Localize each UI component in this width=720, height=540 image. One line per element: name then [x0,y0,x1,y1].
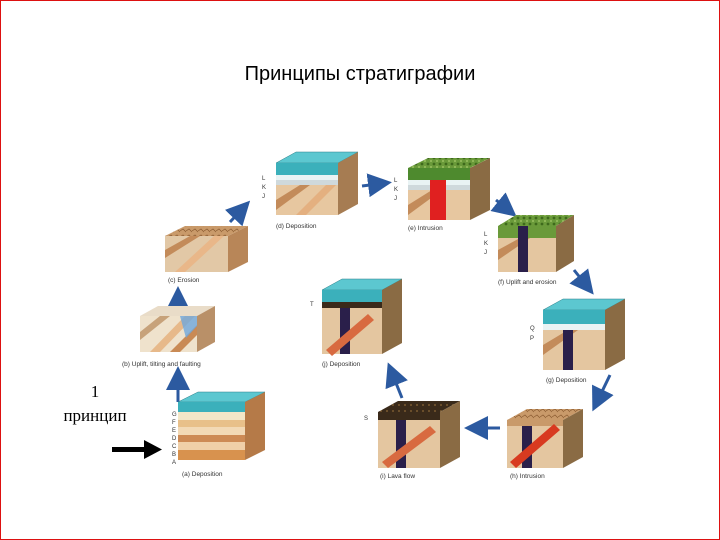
layer-label-d: D [172,436,177,442]
layer-label-p: P [530,336,534,342]
caption-b: (b) Uplift, tilting and faulting [122,361,201,368]
block-a-deposition: G F E D C B A (a) Deposition [172,391,266,478]
layer-label-t: T [310,302,314,308]
layer-label-j: J [262,194,265,200]
layer-label-k: K [262,185,266,191]
layer-label-k-f: K [484,241,488,247]
layer-label-l-f: L [484,232,488,238]
caption-c: (c) Erosion [168,277,200,284]
layer-label-q: Q [530,326,535,332]
pointer-arrow [112,440,162,459]
block-b-uplift-tilting: (b) Uplift, tilting and faulting [122,306,215,368]
block-e-intrusion: L K J (e) Intrusion [394,158,490,232]
block-j-deposition: T (j) Deposition [310,278,403,368]
caption-j: (j) Deposition [322,361,361,368]
caption-f: (f) Uplift and erosion [498,279,557,286]
layer-label-j-e: J [394,196,397,202]
block-c-erosion: (c) Erosion [165,226,248,284]
layer-label-b: B [172,452,176,458]
layer-label-l-e: L [394,178,398,184]
principle-number: 1 [90,382,100,401]
layer-label-f: F [172,420,176,426]
slide-title: Принципы стратиграфии [244,63,476,85]
layer-label-e: E [172,428,176,434]
caption-i: (i) Lava flow [380,473,415,480]
principle-note: 1 принцип [40,380,150,428]
block-d-deposition: L K J (d) Deposition [262,151,359,230]
layer-label-l: L [262,176,266,182]
block-i-lava-flow: S (i) Lava flow [364,401,460,480]
caption-h: (h) Intrusion [510,473,545,480]
block-g-deposition: Q P (g) Deposition [530,298,626,384]
layer-label-k-e: K [394,187,398,193]
caption-g: (g) Deposition [546,377,587,384]
layer-label-c: C [172,444,177,450]
block-h-intrusion: (h) Intrusion [507,409,583,480]
layer-label-a: A [172,460,176,466]
flow-arrows [166,173,614,440]
caption-a: (a) Deposition [182,471,223,478]
caption-e: (e) Intrusion [408,225,443,232]
caption-d: (d) Deposition [276,223,317,230]
principle-word: принцип [63,406,127,425]
layer-label-s: S [364,416,368,422]
block-f-uplift-erosion: L K J (f) Uplift and erosion [484,215,574,286]
layer-label-j-f: J [484,250,487,256]
layer-label-g: G [172,412,177,418]
